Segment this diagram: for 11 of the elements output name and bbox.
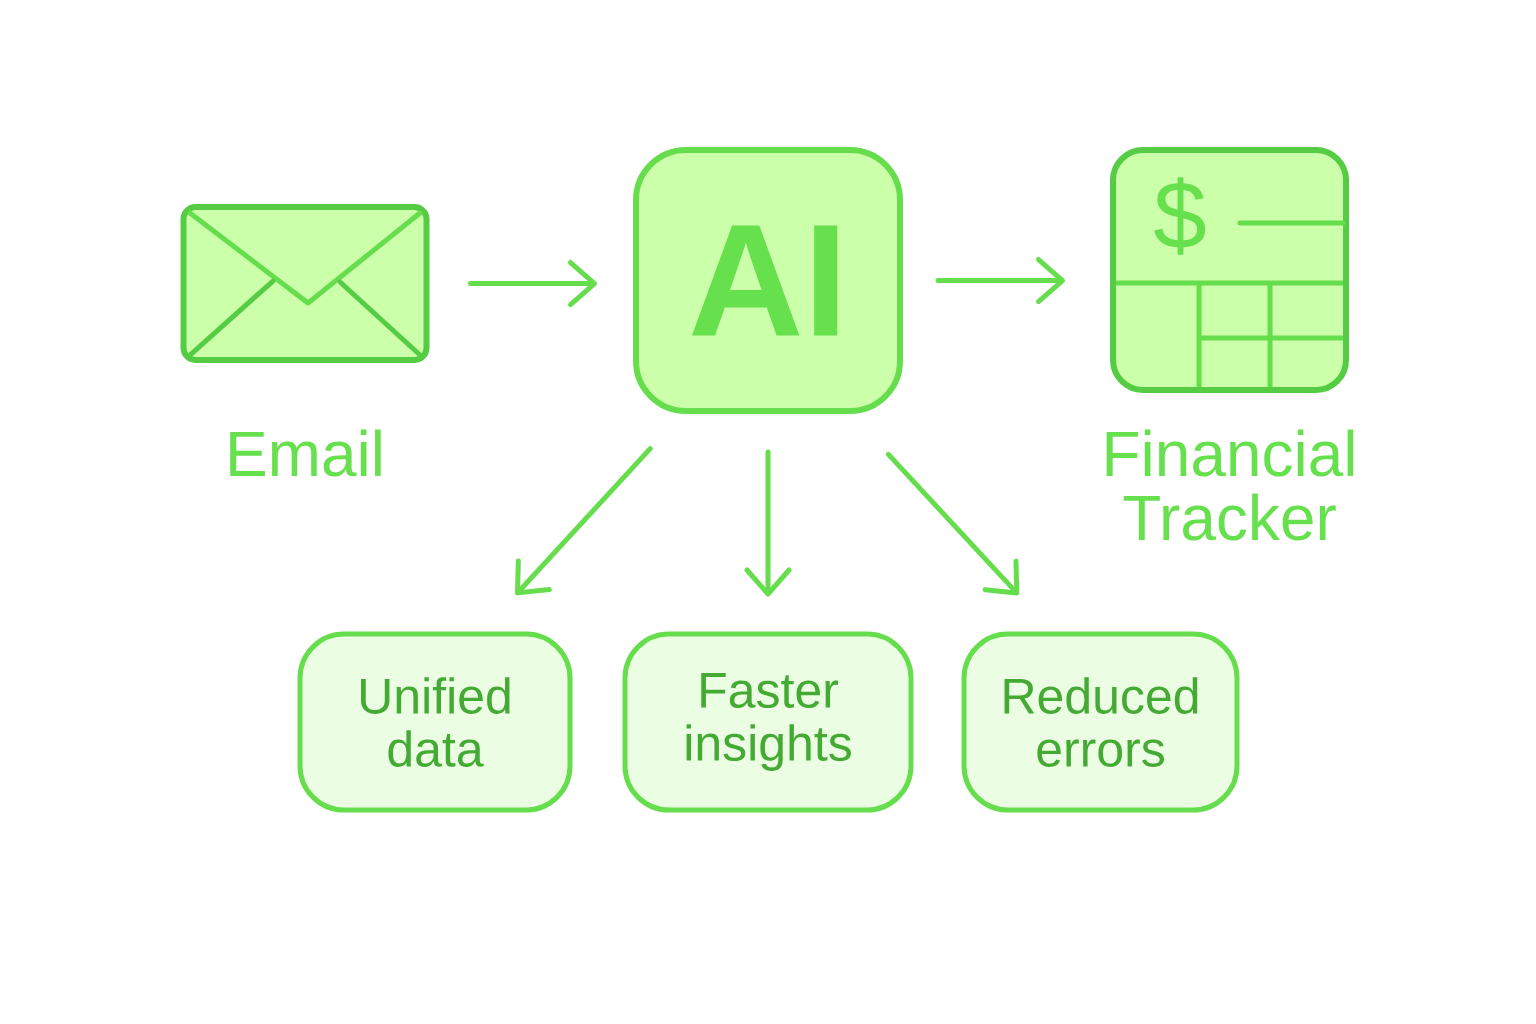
node-label: Email	[230, 429, 381, 477]
arrow	[885, 451, 1020, 596]
arrow	[744, 449, 792, 597]
process-box: Reduced errors	[961, 631, 1240, 813]
node-label: Financial Tracker	[1106, 429, 1354, 541]
process-box: Faster insights	[622, 631, 914, 813]
arrow	[935, 257, 1065, 304]
arrow	[468, 260, 597, 307]
arrow	[515, 446, 653, 596]
process-box: AI	[633, 147, 903, 414]
process-box: Unified data	[297, 631, 573, 813]
